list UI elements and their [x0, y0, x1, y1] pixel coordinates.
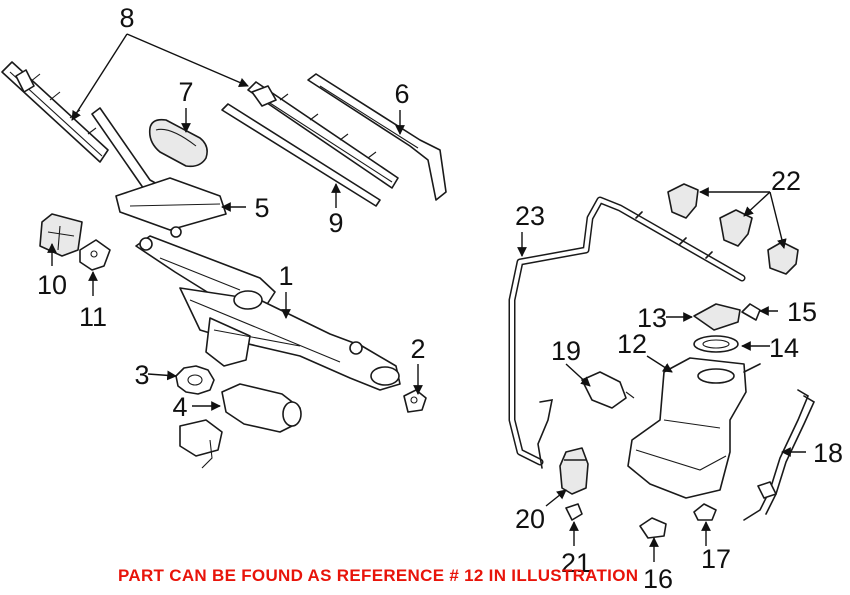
washer-hose-drawing	[508, 196, 746, 466]
callout-14: 14	[769, 333, 799, 363]
clip-part-drawing	[39, 213, 83, 257]
callout-7: 7	[178, 77, 193, 107]
callout-18: 18	[813, 438, 843, 468]
washer-pump-small-drawing	[581, 371, 635, 409]
wiper-linkage-drawing	[135, 235, 401, 391]
callout-16: 16	[643, 564, 673, 594]
callout-4: 4	[172, 392, 187, 422]
washer-reservoir-drawing	[627, 357, 761, 499]
grommet-part-drawing	[403, 389, 427, 413]
gasket-plate-drawing	[693, 303, 741, 331]
callout-13: 13	[637, 303, 667, 333]
grommet-small-drawing	[565, 503, 583, 521]
wiper-blade-left-drawing	[1, 61, 109, 163]
callout-21: 21	[561, 548, 591, 578]
wiper-refill-drawing	[221, 103, 381, 207]
wiper-motor-drawing	[179, 383, 302, 469]
wiper-arm-right-drawing	[307, 73, 447, 201]
callout-2: 2	[410, 334, 425, 364]
wiper-blade-right-drawing	[247, 81, 399, 189]
callout-12: 12	[617, 329, 647, 359]
washer-nozzles-drawing	[667, 183, 799, 275]
callout-22: 22	[771, 166, 801, 196]
callout-20: 20	[515, 504, 545, 534]
wiring-harness-drawing	[743, 389, 816, 521]
cap-part-drawing	[741, 303, 761, 321]
callout-15: 15	[787, 297, 817, 327]
callout-11: 11	[79, 302, 107, 332]
callout-3: 3	[134, 360, 149, 390]
callout-23: 23	[515, 201, 545, 231]
callout-17: 17	[701, 544, 731, 574]
callout-6: 6	[394, 79, 409, 109]
callout-5: 5	[254, 193, 269, 223]
reference-note: PART CAN BE FOUND AS REFERENCE # 12 IN I…	[118, 566, 639, 585]
grommet-16-drawing	[639, 517, 667, 539]
bracket-part-drawing	[79, 239, 111, 271]
leader-lines	[47, 33, 806, 562]
callout-8: 8	[119, 3, 134, 33]
wiper-arm-left-drawing	[91, 107, 227, 238]
cover-cap-drawing	[148, 118, 208, 168]
grommet-17-drawing	[693, 503, 717, 521]
callout-19: 19	[551, 336, 581, 366]
callout-10: 10	[37, 270, 67, 300]
callout-9: 9	[328, 208, 343, 238]
seal-ring-drawing	[693, 335, 739, 353]
callout-1: 1	[278, 261, 293, 291]
washer-pump-drawing	[537, 399, 589, 495]
crank-gear-drawing	[175, 365, 215, 395]
